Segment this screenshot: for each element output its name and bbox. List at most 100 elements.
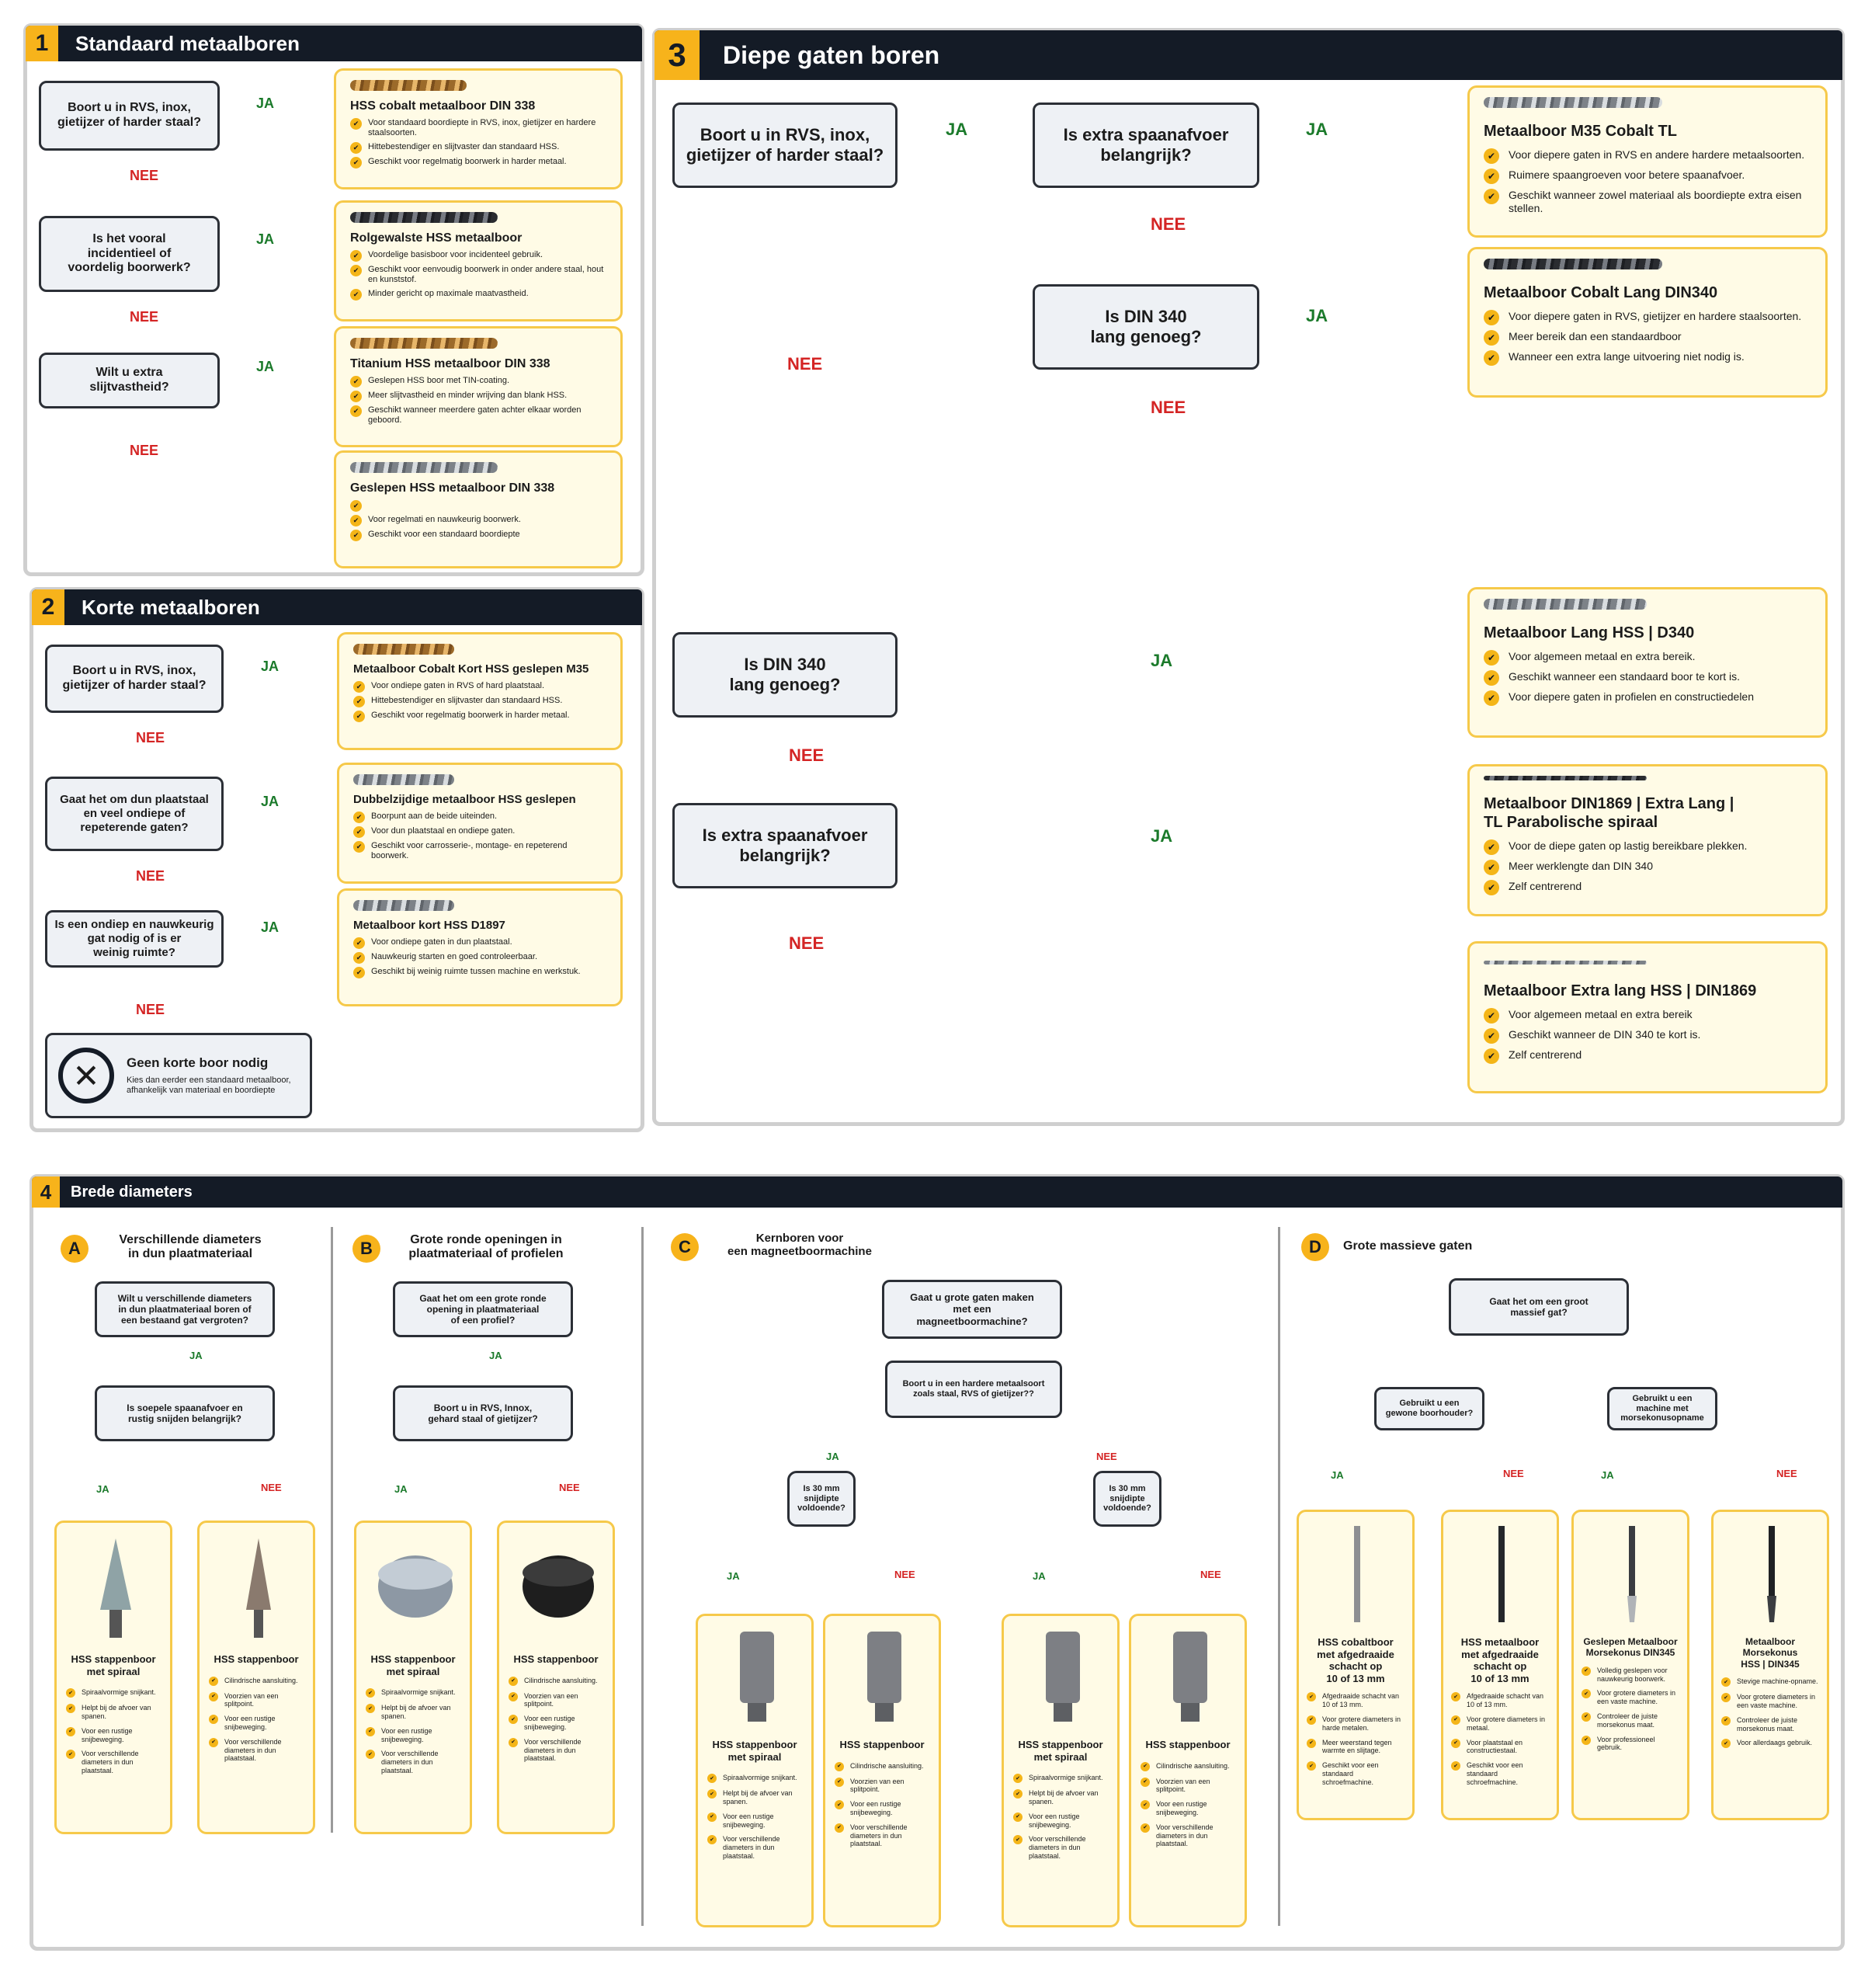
core-drill-image [740, 1632, 774, 1722]
section-number: 2 [32, 589, 64, 625]
feature-text: Voor verschillende diameters in dun plaa… [723, 1835, 780, 1860]
product-title: Metaalboor Cobalt Lang DIN340 [1484, 284, 1718, 301]
product-card[interactable]: Metaalboor DIN1869 | Extra Lang | TL Par… [1467, 764, 1828, 916]
ja-label: JA [256, 359, 275, 374]
check-icon: ✔ [353, 841, 365, 853]
product-card[interactable]: Metaalboor Cobalt Lang DIN340 ✔Voor diep… [1467, 247, 1828, 398]
feature-text: Geschikt wanneer de DIN 340 te kort is. [1509, 1028, 1701, 1041]
product-card[interactable]: Rolgewalste HSS metaalboor ✔Voordelige b… [334, 200, 623, 321]
question-box: Gaat het om een groot massief gat? [1449, 1278, 1629, 1336]
feature-text: Afgedraaide schacht van 10 of 13 mm. [1322, 1692, 1400, 1709]
product-title: HSS stappenboor met spiraal [370, 1653, 456, 1677]
step-drill-image [100, 1538, 131, 1638]
section-header: 2 Korte metaalboren [32, 589, 642, 625]
product-title: HSS stappenboor met spiraal [1018, 1739, 1103, 1763]
product-card[interactable]: HSS stappenboor met spiraal ✔Spiraalvorm… [54, 1521, 172, 1834]
product-card[interactable]: Geslepen HSS metaalboor DIN 338 ✔ ✔Voor … [334, 450, 623, 568]
product-card[interactable]: HSS stappenboor ✔Cilindrische aansluitin… [823, 1614, 941, 1927]
product-card[interactable]: HSS stappenboor ✔Cilindrische aansluitin… [497, 1521, 615, 1834]
feature-text: Geslepen HSS boor met TIN-coating. [368, 376, 509, 386]
product-card[interactable]: HSS cobalt metaalboor DIN 338 ✔Voor stan… [334, 68, 623, 189]
feature-text: Voor een rustige snijbeweging. [224, 1715, 276, 1731]
group-letter: B [352, 1235, 380, 1263]
feature-text: Cilindrische aansluiting. [850, 1761, 924, 1770]
feature-text: Voor allerdaags gebruik. [1737, 1739, 1813, 1747]
product-card[interactable]: Metaalboor Morsekonus HSS | DIN345 ✔Stev… [1711, 1510, 1829, 1820]
ja-label: JA [394, 1483, 408, 1495]
product-card[interactable]: Geslepen Metaalboor Morsekonus DIN345 ✔ V… [1571, 1510, 1689, 1820]
product-title: HSS stappenboor [513, 1653, 599, 1665]
feature-text: Geschikt wanneer een standaard boor te k… [1509, 670, 1741, 683]
feature-text: Geschikt wanneer zowel materiaal als boo… [1509, 189, 1802, 214]
product-card[interactable]: Dubbelzijdige metaalboor HSS geslepen ✔B… [337, 763, 623, 884]
check-icon: ✔ [209, 1737, 218, 1747]
product-card[interactable]: Metaalboor M35 Cobalt TL ✔Voor diepere g… [1467, 85, 1828, 238]
check-icon: ✔ [509, 1691, 518, 1701]
product-card[interactable]: HSS stappenboor met spiraal ✔Spiraalvorm… [1002, 1614, 1120, 1927]
nee-label: NEE [559, 1482, 580, 1493]
section-number: 3 [654, 30, 700, 80]
feature-text: Geschikt voor regelmatig boorwerk in har… [371, 711, 570, 720]
product-title: Metaalboor Cobalt Kort HSS geslepen M35 [353, 662, 589, 676]
check-icon: ✔ [1721, 1677, 1731, 1687]
feature-text: Voor verschillende diameters in dun plaa… [82, 1750, 139, 1774]
drill-image [1767, 1526, 1776, 1622]
product-card[interactable]: HSS stappenboor ✔Cilindrische aansluitin… [197, 1521, 315, 1834]
check-icon: ✔ [835, 1800, 844, 1810]
feature-text: Voor ondiepe gaten in RVS of hard plaats… [371, 681, 545, 690]
feature-text: Helpt bij de afvoer van spanen. [723, 1789, 793, 1806]
feature-text: Geschikt wanneer meerdere gaten achter e… [368, 405, 582, 426]
product-card[interactable]: Metaalboor Cobalt Kort HSS geslepen M35 … [337, 632, 623, 750]
section-title: Standaard metaalboren [75, 31, 300, 55]
check-icon: ✔ [66, 1688, 75, 1698]
ja-label: JA [256, 231, 275, 247]
check-icon: ✔ [707, 1812, 717, 1822]
product-card[interactable]: HSS stappenboor met spiraal ✔Spiraalvorm… [696, 1614, 814, 1927]
check-icon: ✔ [366, 1688, 375, 1698]
product-card[interactable]: HSS stappenboor met spiraal ✔Spiraalvorm… [354, 1521, 472, 1834]
feature-text: Meer weerstand tegen warmte en slijtage. [1322, 1738, 1392, 1755]
product-card[interactable]: Metaalboor Extra lang HSS | DIN1869 ✔Voo… [1467, 941, 1828, 1093]
feature-text: Voor regelmati en nauwkeurig boorwerk. [368, 515, 521, 525]
divider [1278, 1227, 1280, 1926]
feature-text: Hittebestendiger en slijtvaster dan stan… [368, 141, 560, 151]
check-icon: ✔ [1141, 1761, 1150, 1771]
feature-text: Boorpunt aan de beide uiteinden. [371, 812, 498, 821]
nee-label: NEE [1200, 1569, 1221, 1580]
check-icon: ✔ [707, 1835, 717, 1845]
question-box: Wilt u verschillende diameters in dun pl… [95, 1281, 275, 1337]
question-box: Is 30 mm snijdipte voldoende? [1093, 1471, 1161, 1527]
feature-text: Voorzien van een splitpoint. [524, 1691, 578, 1708]
product-title: Geslepen Metaalboor Morsekonus DIN345 [1583, 1636, 1678, 1659]
product-card[interactable]: Titanium HSS metaalboor DIN 338 ✔Geslepe… [334, 326, 623, 447]
check-icon: ✔ [1582, 1735, 1591, 1745]
product-card[interactable]: HSS cobaltboor met afgedraaide schacht o… [1297, 1510, 1415, 1820]
check-icon: ✔ [350, 288, 362, 301]
check-icon: ✔ [366, 1726, 375, 1736]
product-title: Metaalboor kort HSS D1897 [353, 919, 505, 932]
ja-label: JA [256, 96, 275, 111]
drill-image [1498, 1526, 1505, 1622]
question-box: Is een ondiep en nauwkeurig gat nodig of… [45, 910, 224, 968]
product-card[interactable]: HSS metaalboor met afgedraaide schacht o… [1441, 1510, 1559, 1820]
product-card[interactable]: Metaalboor kort HSS D1897 ✔Voor ondiepe … [337, 888, 623, 1006]
check-icon: ✔ [1307, 1761, 1316, 1771]
nee-label: NEE [1151, 214, 1186, 234]
check-icon: ✔ [1484, 650, 1499, 666]
check-icon: ✔ [1141, 1823, 1150, 1833]
product-title: HSS stappenboor met spiraal [712, 1739, 797, 1763]
check-icon: ✔ [1013, 1789, 1023, 1799]
check-icon: ✔ [1582, 1712, 1591, 1722]
nee-label: NEE [789, 746, 825, 765]
feature-text: Voor grotere diameters in een vaste mach… [1597, 1689, 1676, 1706]
feature-text: Ruimere spaangroeven voor betere spaanaf… [1509, 169, 1745, 181]
check-icon: ✔ [350, 530, 362, 542]
product-card[interactable]: Metaalboor Lang HSS | D340 ✔Voor algemee… [1467, 587, 1828, 738]
ja-label: JA [261, 659, 280, 674]
core-drill-image [1046, 1632, 1080, 1722]
product-card[interactable]: HSS stappenboor ✔Cilindrische aansluitin… [1129, 1614, 1247, 1927]
feature-text: Spiraalvormige snijkant. [82, 1688, 156, 1697]
feature-text: Meer bereik dan een standaardboor [1509, 330, 1682, 342]
check-icon: ✔ [1484, 169, 1499, 184]
feature-text: Meer slijtvastheid en minder wrijving da… [368, 391, 568, 401]
